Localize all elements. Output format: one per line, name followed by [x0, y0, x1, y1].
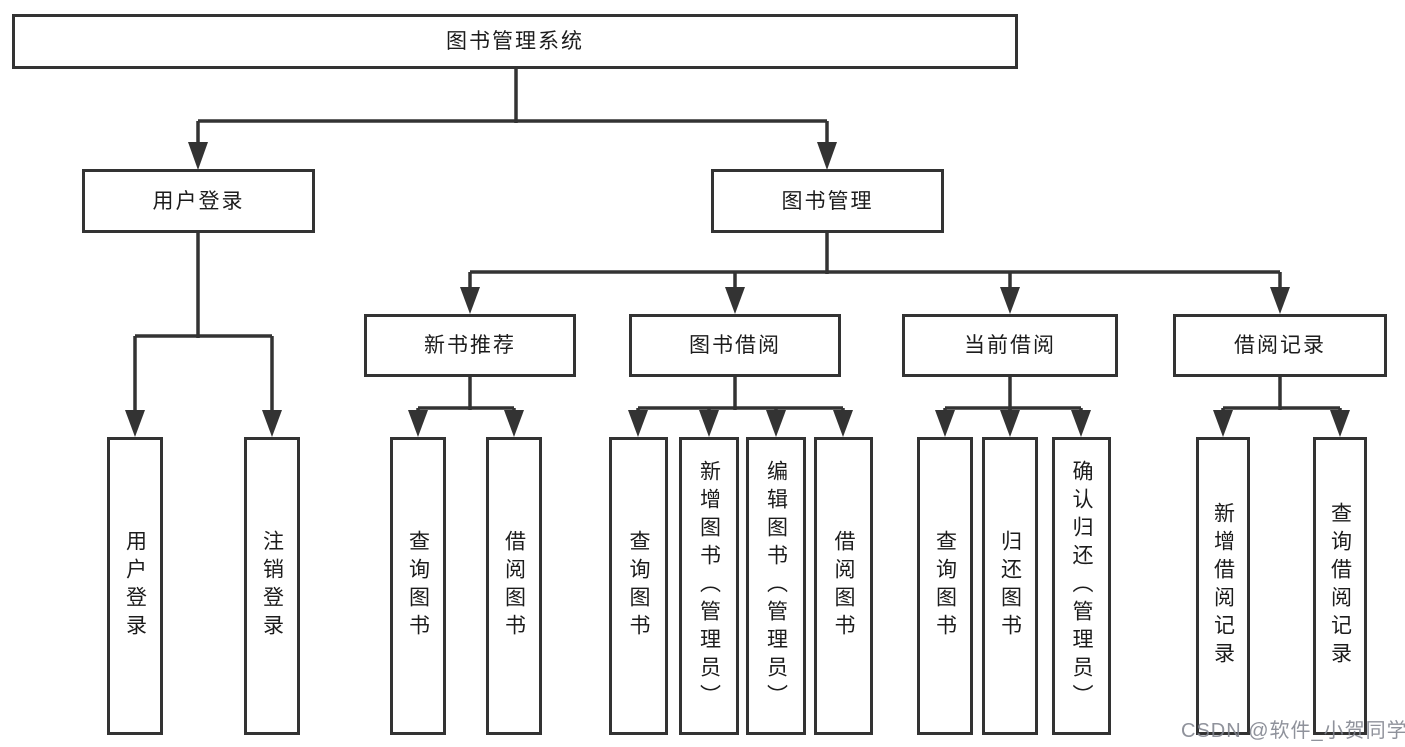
node-new-book-recommend: 新书推荐 — [364, 314, 576, 377]
leaf-borrow-books-1: 借阅图书 — [486, 437, 542, 735]
node-label: 新增借阅记录 — [1211, 502, 1235, 670]
leaf-query-books-1: 查询图书 — [390, 437, 446, 735]
node-label: 新书推荐 — [424, 334, 516, 357]
arrowhead — [833, 410, 853, 437]
node-label: 编辑图书（管理员） — [764, 460, 788, 712]
node-label: 注销登录 — [260, 530, 284, 642]
leaf-edit-book-admin: 编辑图书（管理员） — [746, 437, 806, 735]
node-book-management: 图书管理 — [711, 169, 944, 233]
node-borrow-records: 借阅记录 — [1173, 314, 1387, 377]
node-user-login: 用户登录 — [82, 169, 315, 233]
node-label: 归还图书 — [998, 530, 1022, 642]
node-label: 图书管理系统 — [446, 30, 584, 53]
arrowhead — [1270, 287, 1290, 314]
node-library-system: 图书管理系统 — [12, 14, 1018, 69]
arrowhead — [935, 410, 955, 437]
node-label: 借阅记录 — [1234, 334, 1326, 357]
arrowhead — [1330, 410, 1350, 437]
leaf-user-login: 用户登录 — [107, 437, 163, 735]
arrowhead — [408, 410, 428, 437]
arrowhead — [125, 410, 145, 437]
leaf-add-borrow-record: 新增借阅记录 — [1196, 437, 1250, 735]
arrowhead — [1071, 410, 1091, 437]
leaf-logout: 注销登录 — [244, 437, 300, 735]
leaf-query-books-2: 查询图书 — [609, 437, 668, 735]
node-current-borrow: 当前借阅 — [902, 314, 1118, 377]
leaf-borrow-books-2: 借阅图书 — [814, 437, 873, 735]
node-label: 查询图书 — [406, 530, 430, 642]
node-label: 查询图书 — [933, 530, 957, 642]
watermark: CSDN @软件_小贺同学 — [1181, 720, 1405, 742]
arrowhead — [766, 410, 786, 437]
node-label: 图书管理 — [781, 189, 874, 213]
node-label: 确认归还（管理员） — [1070, 460, 1093, 712]
connector-book-management-children — [460, 233, 1290, 314]
node-label: 用户登录 — [123, 530, 147, 642]
arrowhead — [262, 410, 282, 437]
node-book-borrow: 图书借阅 — [629, 314, 841, 377]
arrowhead — [1000, 410, 1020, 437]
node-label: 用户登录 — [152, 189, 245, 213]
node-label: 当前借阅 — [964, 334, 1056, 357]
leaf-return-book: 归还图书 — [982, 437, 1038, 735]
arrowhead — [817, 142, 837, 170]
arrowhead — [725, 287, 745, 314]
arrowhead — [628, 410, 648, 437]
node-label: 查询图书 — [627, 530, 650, 642]
connector-new-book-children — [408, 377, 524, 437]
connector-borrow-records-children — [1213, 377, 1350, 437]
arrowhead — [188, 142, 208, 170]
leaf-add-book-admin: 新增图书（管理员） — [679, 437, 739, 735]
leaf-query-books-3: 查询图书 — [917, 437, 973, 735]
node-label: 图书借阅 — [689, 334, 781, 357]
arrowhead — [699, 410, 719, 437]
arrowhead — [460, 287, 480, 314]
node-label: 借阅图书 — [502, 530, 526, 642]
connector-user-login-children — [125, 233, 282, 437]
node-label: 新增图书（管理员） — [697, 460, 721, 712]
connector-book-borrow-children — [628, 377, 853, 437]
arrowhead — [1213, 410, 1233, 437]
arrowhead — [504, 410, 524, 437]
connector-current-borrow-children — [935, 377, 1091, 437]
node-label: 借阅图书 — [832, 530, 855, 642]
leaf-confirm-return-admin: 确认归还（管理员） — [1052, 437, 1111, 735]
connector-root-to-level2 — [188, 68, 837, 170]
arrowhead — [1000, 287, 1020, 314]
leaf-query-borrow-record: 查询借阅记录 — [1313, 437, 1367, 735]
node-label: 查询借阅记录 — [1328, 502, 1352, 670]
